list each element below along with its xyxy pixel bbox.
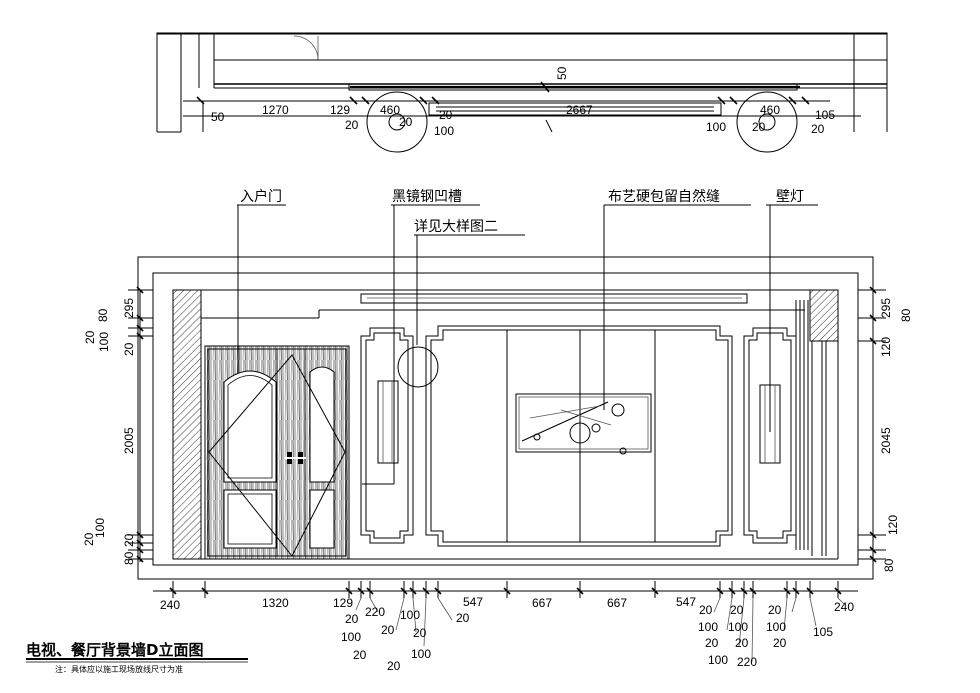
bottom-dim-20-k: 20 [773,636,787,650]
plan-dim-460-right: 460 [760,103,780,117]
bottom-dim-667-b: 667 [607,596,627,610]
left-dimension-chain [128,286,153,563]
left-dim-20-a: 20 [83,330,97,344]
plan-view: 50 50 1270 129 20 460 20 20 100 2667 460… [156,32,888,153]
right-dim-120-b: 120 [886,515,900,535]
plan-dim-20-e: 20 [811,122,825,136]
bottom-dim-100-e: 100 [728,620,748,634]
left-dim-20-d: 20 [122,533,136,547]
bottom-dim-20-b: 20 [353,648,367,662]
bottom-dim-547-right: 547 [676,595,696,609]
plan-lamp-right [736,91,798,153]
right-dim-120-a: 120 [879,337,893,357]
label-fabric-panel: 布艺硬包留自然缝 [608,188,720,205]
plan-dim-2667: 2667 [566,103,593,117]
plan-dim-100-right: 100 [706,120,726,134]
left-dim-100-b: 100 [93,518,107,538]
bottom-dim-1320: 1320 [262,596,289,610]
bottom-dim-100-c: 100 [411,647,431,661]
bottom-dim-20-a: 20 [345,612,359,626]
plan-dim-20-b: 20 [399,115,413,129]
bottom-dim-100-b: 100 [400,608,420,622]
bottom-dim-100-f: 100 [708,653,728,667]
right-dim-80: 80 [899,308,913,322]
bottom-dim-220-right: 220 [737,655,757,669]
elevation-view: 295 80 20 100 20 2005 20 100 20 80 295 8… [82,256,913,673]
curtain-strip [795,300,827,556]
detail-callout-circle [397,346,439,388]
plan-dim-100-left: 100 [434,124,454,138]
plan-dim-20-a: 20 [345,118,359,132]
bottom-dim-100-a: 100 [341,630,361,644]
left-dim-20-b: 20 [122,342,136,356]
plan-dim-50-left: 50 [211,110,225,124]
bottom-dimension-chain [153,581,858,663]
right-dim-295: 295 [879,298,893,318]
bottom-dim-129: 129 [333,596,353,610]
left-dim-100-a: 100 [97,332,111,352]
bottom-dim-20-j: 20 [768,603,782,617]
door-swing-arc [293,35,319,61]
plan-dim-20-c: 20 [439,108,453,122]
title-block: 电视、餐厅背景墙D立面图 注：具体应以施工现场放线尺寸为准 [26,641,248,674]
left-dim-80: 80 [96,308,110,322]
plan-dim-129: 129 [330,103,350,117]
plan-dim-50-top: 50 [555,66,569,80]
entry-door [204,345,350,560]
right-dim-2045: 2045 [879,427,893,454]
label-entry-door: 入户门 [240,188,282,205]
plan-dim-20-d: 20 [752,120,766,134]
label-see-detail: 详见大样图二 [414,219,498,235]
tv-panel [515,393,652,453]
bottom-dim-240-left: 240 [160,598,180,612]
plan-dim-1270: 1270 [262,103,289,117]
bottom-dim-240-right: 240 [834,600,854,614]
right-wall-lamp [759,384,781,464]
label-black-mirror-groove: 黑镜钢凹槽 [392,189,462,205]
bottom-dim-20-i: 20 [735,636,749,650]
plan-dim-105: 105 [815,108,835,122]
drawing-note: 注：具体应以施工现场放线尺寸为准 [55,664,183,674]
bottom-dim-20-f: 20 [699,603,713,617]
bottom-dim-20-c: 20 [381,623,395,637]
bottom-dim-100-d: 100 [698,620,718,634]
bottom-dim-105: 105 [813,625,833,639]
bottom-dim-667-a: 667 [532,596,552,610]
bottom-dim-220-left: 220 [365,605,385,619]
right-dim-80-b: 80 [882,558,896,572]
bottom-dim-20-h: 20 [730,603,744,617]
right-dimension-chain [858,286,886,563]
left-dim-80-b: 80 [122,551,136,565]
bottom-dim-20-d: 20 [413,626,427,640]
bottom-dim-20-sep: 20 [456,611,470,625]
right-wall-hatch [809,289,839,342]
plan-dim-460-left: 460 [380,103,400,117]
drawing-title: 电视、餐厅背景墙D立面图 [26,641,203,659]
left-dim-295: 295 [122,298,136,318]
label-wall-lamp: 壁灯 [776,189,804,205]
left-wall-lamp [377,380,399,464]
left-wall-hatch [172,289,202,560]
bottom-dim-547-left: 547 [463,595,483,609]
callouts: 入户门 黑镜钢凹槽 详见大样图二 布艺硬包留自然缝 壁灯 [237,188,818,485]
left-dim-20-c: 20 [82,532,96,546]
bottom-dim-100-g: 100 [766,620,786,634]
left-dim-2005: 2005 [122,427,136,454]
bottom-dim-20-e: 20 [387,659,401,673]
plan-lamp-left [366,91,428,153]
bottom-dim-20-g: 20 [705,636,719,650]
